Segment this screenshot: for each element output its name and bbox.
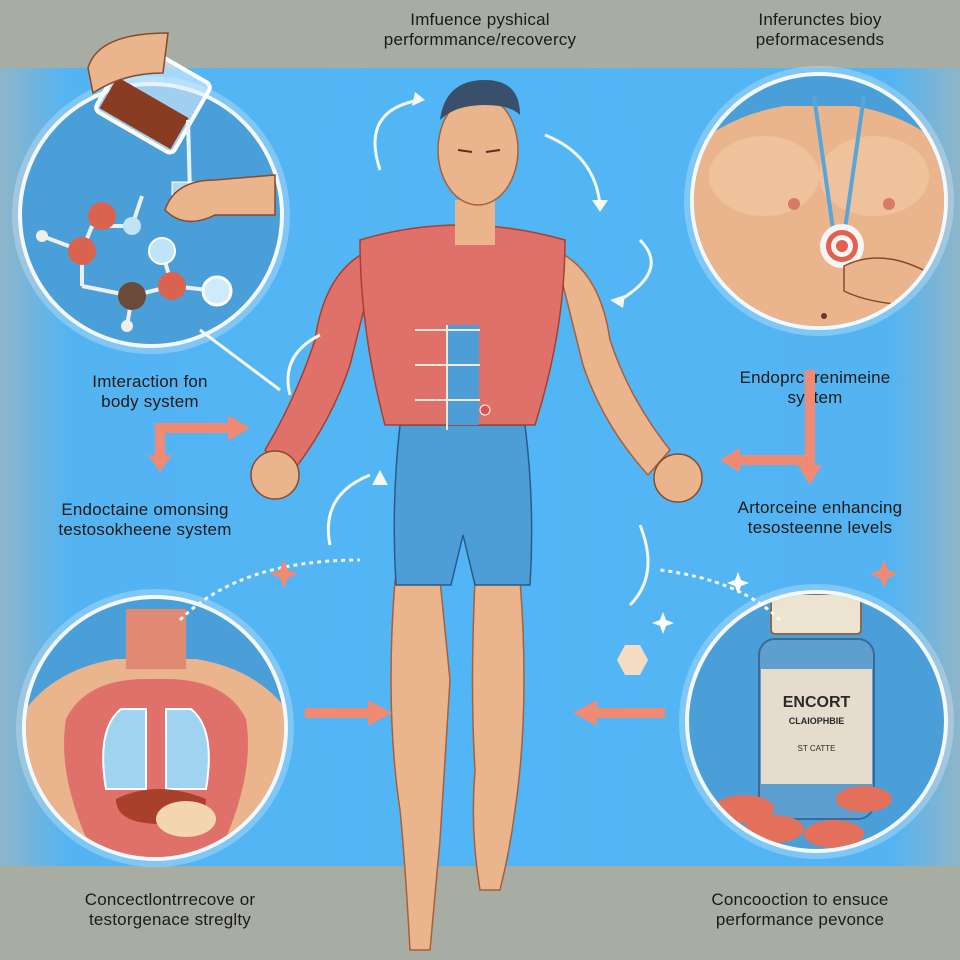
- label-line: peformacesends: [755, 30, 885, 49]
- bottle-brand: ENCORT: [782, 694, 851, 711]
- label-interaction-body-system: Imteraction fon body system: [40, 372, 260, 412]
- circle-chemistry: [18, 82, 284, 348]
- bottle-subtitle: CLAIOPHBIE: [788, 716, 845, 726]
- label-line: Imteraction fon: [92, 372, 208, 391]
- label-bottom-right: Concooction to ensuce performance pevonc…: [680, 890, 920, 930]
- label-top-right: Inferunctes bioy peformacesends: [710, 10, 930, 50]
- molecule-icon: [36, 195, 233, 332]
- torso-illustration: [694, 95, 944, 326]
- label-bottom-left: Concectlontrrecove or testorgenace streg…: [40, 890, 300, 930]
- pill-bottle-icon: [714, 594, 892, 848]
- label-line: system: [787, 388, 843, 407]
- label-line: Artorceine enhancing: [737, 498, 903, 517]
- bottle-small-text: ST CATTE: [797, 744, 836, 753]
- circle-anatomy: [22, 595, 288, 861]
- label-endocrine-system: Endoprcorenimeine system: [700, 368, 930, 408]
- label-line: Concectlontrrecove or: [84, 890, 256, 909]
- label-line: Imfuence pyshical: [410, 10, 550, 29]
- label-top-center: Imfuence pyshical performmance/recovercy: [330, 10, 630, 50]
- label-line: Inferunctes bioy: [758, 10, 882, 29]
- lungs-icon: [26, 609, 284, 857]
- label-line: performmance/recovercy: [383, 30, 577, 49]
- label-line: tesosteenne levels: [747, 518, 893, 537]
- label-line: Endoprcorenimeine: [739, 368, 891, 387]
- pills-icon: [714, 786, 892, 848]
- label-line: Concooction to ensuce: [711, 890, 889, 909]
- label-endocrine-testosterone: Endoctaine omonsing testosokheene system: [10, 500, 280, 540]
- label-line: body system: [101, 392, 199, 411]
- label-line: testorgenace streglty: [88, 910, 251, 929]
- label-line: performance pevonce: [715, 910, 885, 929]
- label-enhancing-testosterone: Artorceine enhancing tesosteenne levels: [700, 498, 940, 538]
- circle-torso-target: [690, 72, 948, 330]
- label-line: Endoctaine omonsing: [61, 500, 229, 519]
- label-line: testosokheene system: [58, 520, 232, 539]
- circle-pill-bottle: ENCORT CLAIOPHBIE ST CATTE: [685, 590, 948, 853]
- target-icon: [820, 224, 864, 268]
